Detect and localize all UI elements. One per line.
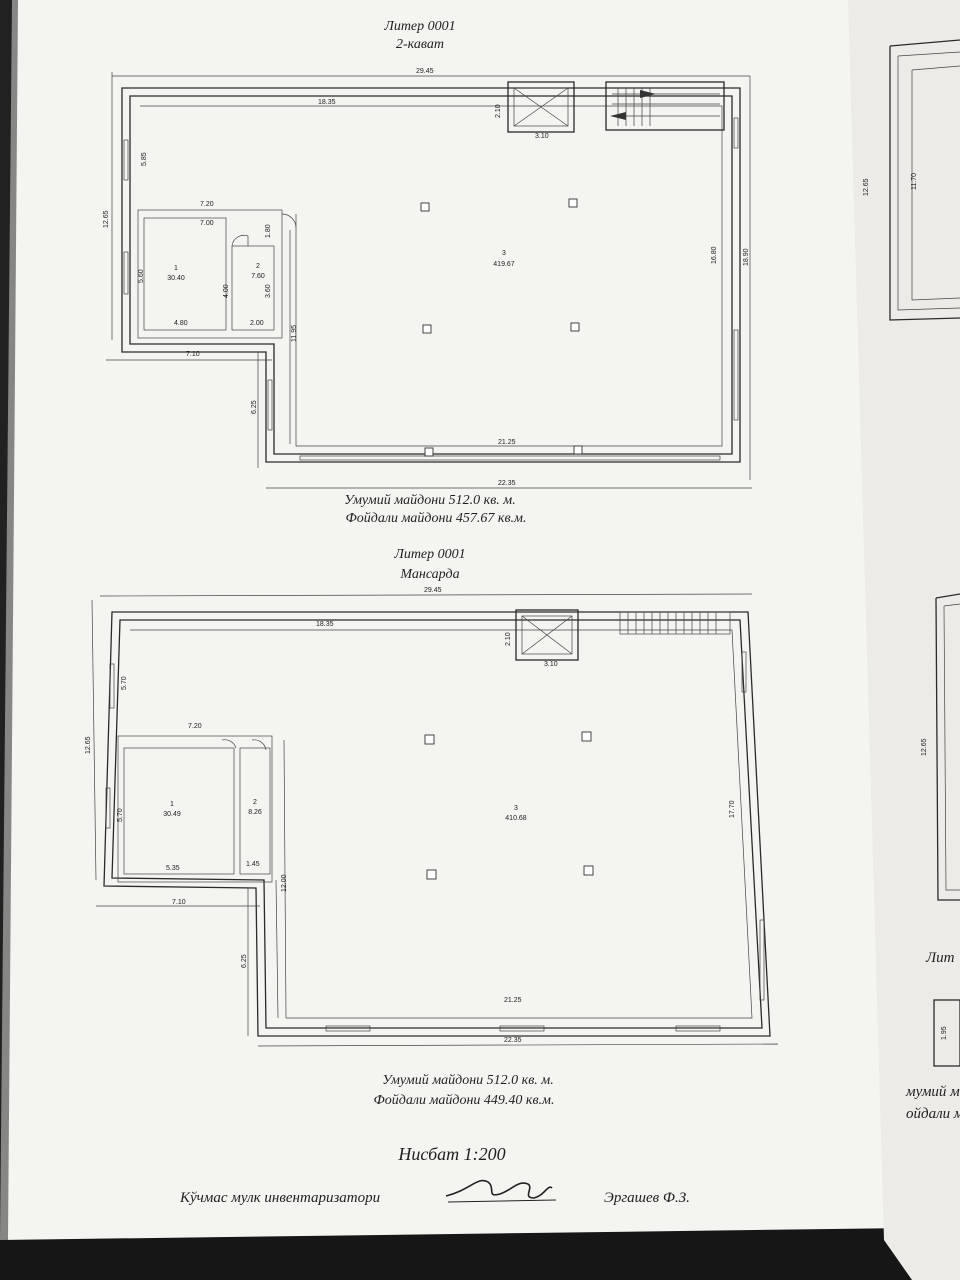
top-dim-r2-inner: 4.00: [223, 284, 230, 298]
top-dim-inner-top: 18.35: [318, 99, 336, 106]
top-room-3-no: 3: [502, 250, 506, 257]
top-dim-left-upper: 5.85: [141, 152, 148, 166]
top-dim-inner-bottom: 21.25: [498, 439, 516, 446]
bottom-dim-step-h: 6.25: [241, 954, 248, 968]
side-sheet-fragment: 12.65 11.70 12.65 Лит 1.95 мумий м ойдал…: [863, 39, 960, 1122]
plan-mansarda: Литер 0001 Мансарда: [85, 547, 779, 1108]
bottom-dim-left-upper: 5.70: [121, 676, 128, 690]
plan-top-subtitle: 2-кават: [396, 37, 444, 52]
top-dim-shaft-w: 3.10: [535, 133, 549, 140]
bottom-dim-inner-bottom: 21.25: [504, 997, 522, 1004]
bottom-room-3-area: 410.68: [505, 815, 527, 822]
plan-bottom-title: Литер 0001: [393, 547, 465, 562]
side-area-fragment-1: мумий м: [905, 1084, 960, 1100]
stairs-top: [610, 88, 720, 126]
top-dim-r2-h: 3.60: [265, 284, 272, 298]
top-dim-step-w: 7.10: [186, 351, 200, 358]
bottom-dim-shaft-w: 3.10: [544, 661, 558, 668]
side-dim-c: 12.65: [921, 738, 928, 756]
bottom-room-1-no: 1: [170, 801, 174, 808]
bottom-total-area: Умумий майдони 512.0 кв. м.: [382, 1073, 553, 1088]
top-dim-total-width: 29.45: [416, 68, 434, 75]
top-dim-shaft-h: 2.10: [495, 104, 502, 118]
bottom-room-3-no: 3: [514, 805, 518, 812]
top-dim-step-h: 6.25: [251, 400, 258, 414]
side-dim-d: 1.95: [941, 1026, 948, 1040]
scale-label: Нисбат 1:200: [397, 1144, 505, 1164]
bottom-dim-outer-bottom: 22.35: [504, 1037, 522, 1044]
bottom-room-2-area: 8.26: [248, 809, 262, 816]
bottom-dim-right-inner: 17.70: [729, 800, 736, 818]
bottom-room-2-no: 2: [253, 799, 257, 806]
side-title-fragment: Лит: [925, 950, 955, 966]
top-dim-r2-w: 2.00: [250, 320, 264, 327]
top-dim-room-outer-w: 7.20: [200, 201, 214, 208]
bottom-dim-r2-w: 1.45: [246, 861, 260, 868]
bottom-dim-shaft-h: 2.10: [505, 632, 512, 646]
bottom-dim-room-outer-w: 7.20: [188, 723, 202, 730]
top-room-3-area: 419.67: [493, 261, 515, 268]
plan-top-outer-wall: [121, 87, 741, 463]
top-dim-outer-bottom: 22.35: [498, 480, 516, 487]
bottom-dim-total-width: 29.45: [424, 587, 442, 594]
stairs-bottom: [619, 611, 731, 635]
top-room-2-area: 7.60: [251, 273, 265, 280]
side-paper: [848, 0, 960, 1280]
bottom-dim-step-w: 7.10: [172, 899, 186, 906]
top-total-area: Умумий майдони 512.0 кв. м.: [344, 493, 515, 508]
inventory-name: Эргашев Ф.З.: [604, 1190, 690, 1206]
plan-2-kavat: Литер 0001 2-кават: [103, 19, 752, 526]
plan-bottom-outer-wall: [103, 611, 771, 1037]
side-area-fragment-2: ойдали м: [906, 1106, 960, 1122]
bottom-dim-inner-top: 18.35: [316, 621, 334, 628]
top-dim-room-inner-w: 7.00: [200, 220, 214, 227]
top-dim-right-outer: 18.90: [743, 248, 750, 266]
side-dim-a: 12.65: [863, 178, 870, 196]
top-room-2-no: 2: [256, 263, 260, 270]
bottom-dim-overall-h: 12.65: [85, 736, 92, 754]
bottom-dim-main-h: 12.00: [281, 874, 288, 892]
bottom-room-1-area: 30.49: [163, 811, 181, 818]
bottom-useful-area: Фойдали майдони 449.40 кв.м.: [374, 1093, 555, 1108]
side-dim-b: 11.70: [911, 173, 918, 190]
top-dim-r1-h: 5.60: [138, 269, 145, 283]
top-room-1-no: 1: [174, 265, 178, 272]
bottom-dim-r1-w: 5.35: [166, 865, 180, 872]
plan-bottom-subtitle: Мансарда: [399, 567, 459, 582]
top-dim-right-inner: 16.80: [711, 246, 718, 264]
top-useful-area: Фойдали майдони 457.67 кв.м.: [346, 511, 527, 526]
inventory-label: Кўчмас мулк инвентаризатори: [179, 1190, 380, 1206]
top-dim-main-h: 11.95: [291, 325, 298, 342]
signature: [445, 1179, 557, 1203]
top-dim-overall-h: 12.65: [103, 210, 110, 228]
top-dim-r1-w: 4.80: [174, 320, 188, 327]
top-room-1-area: 30.40: [167, 275, 185, 282]
bottom-dim-r1-h: 5.70: [117, 808, 124, 822]
plan-top-title: Литер 0001: [383, 19, 455, 34]
top-dim-r2-top: 1.80: [265, 224, 272, 238]
